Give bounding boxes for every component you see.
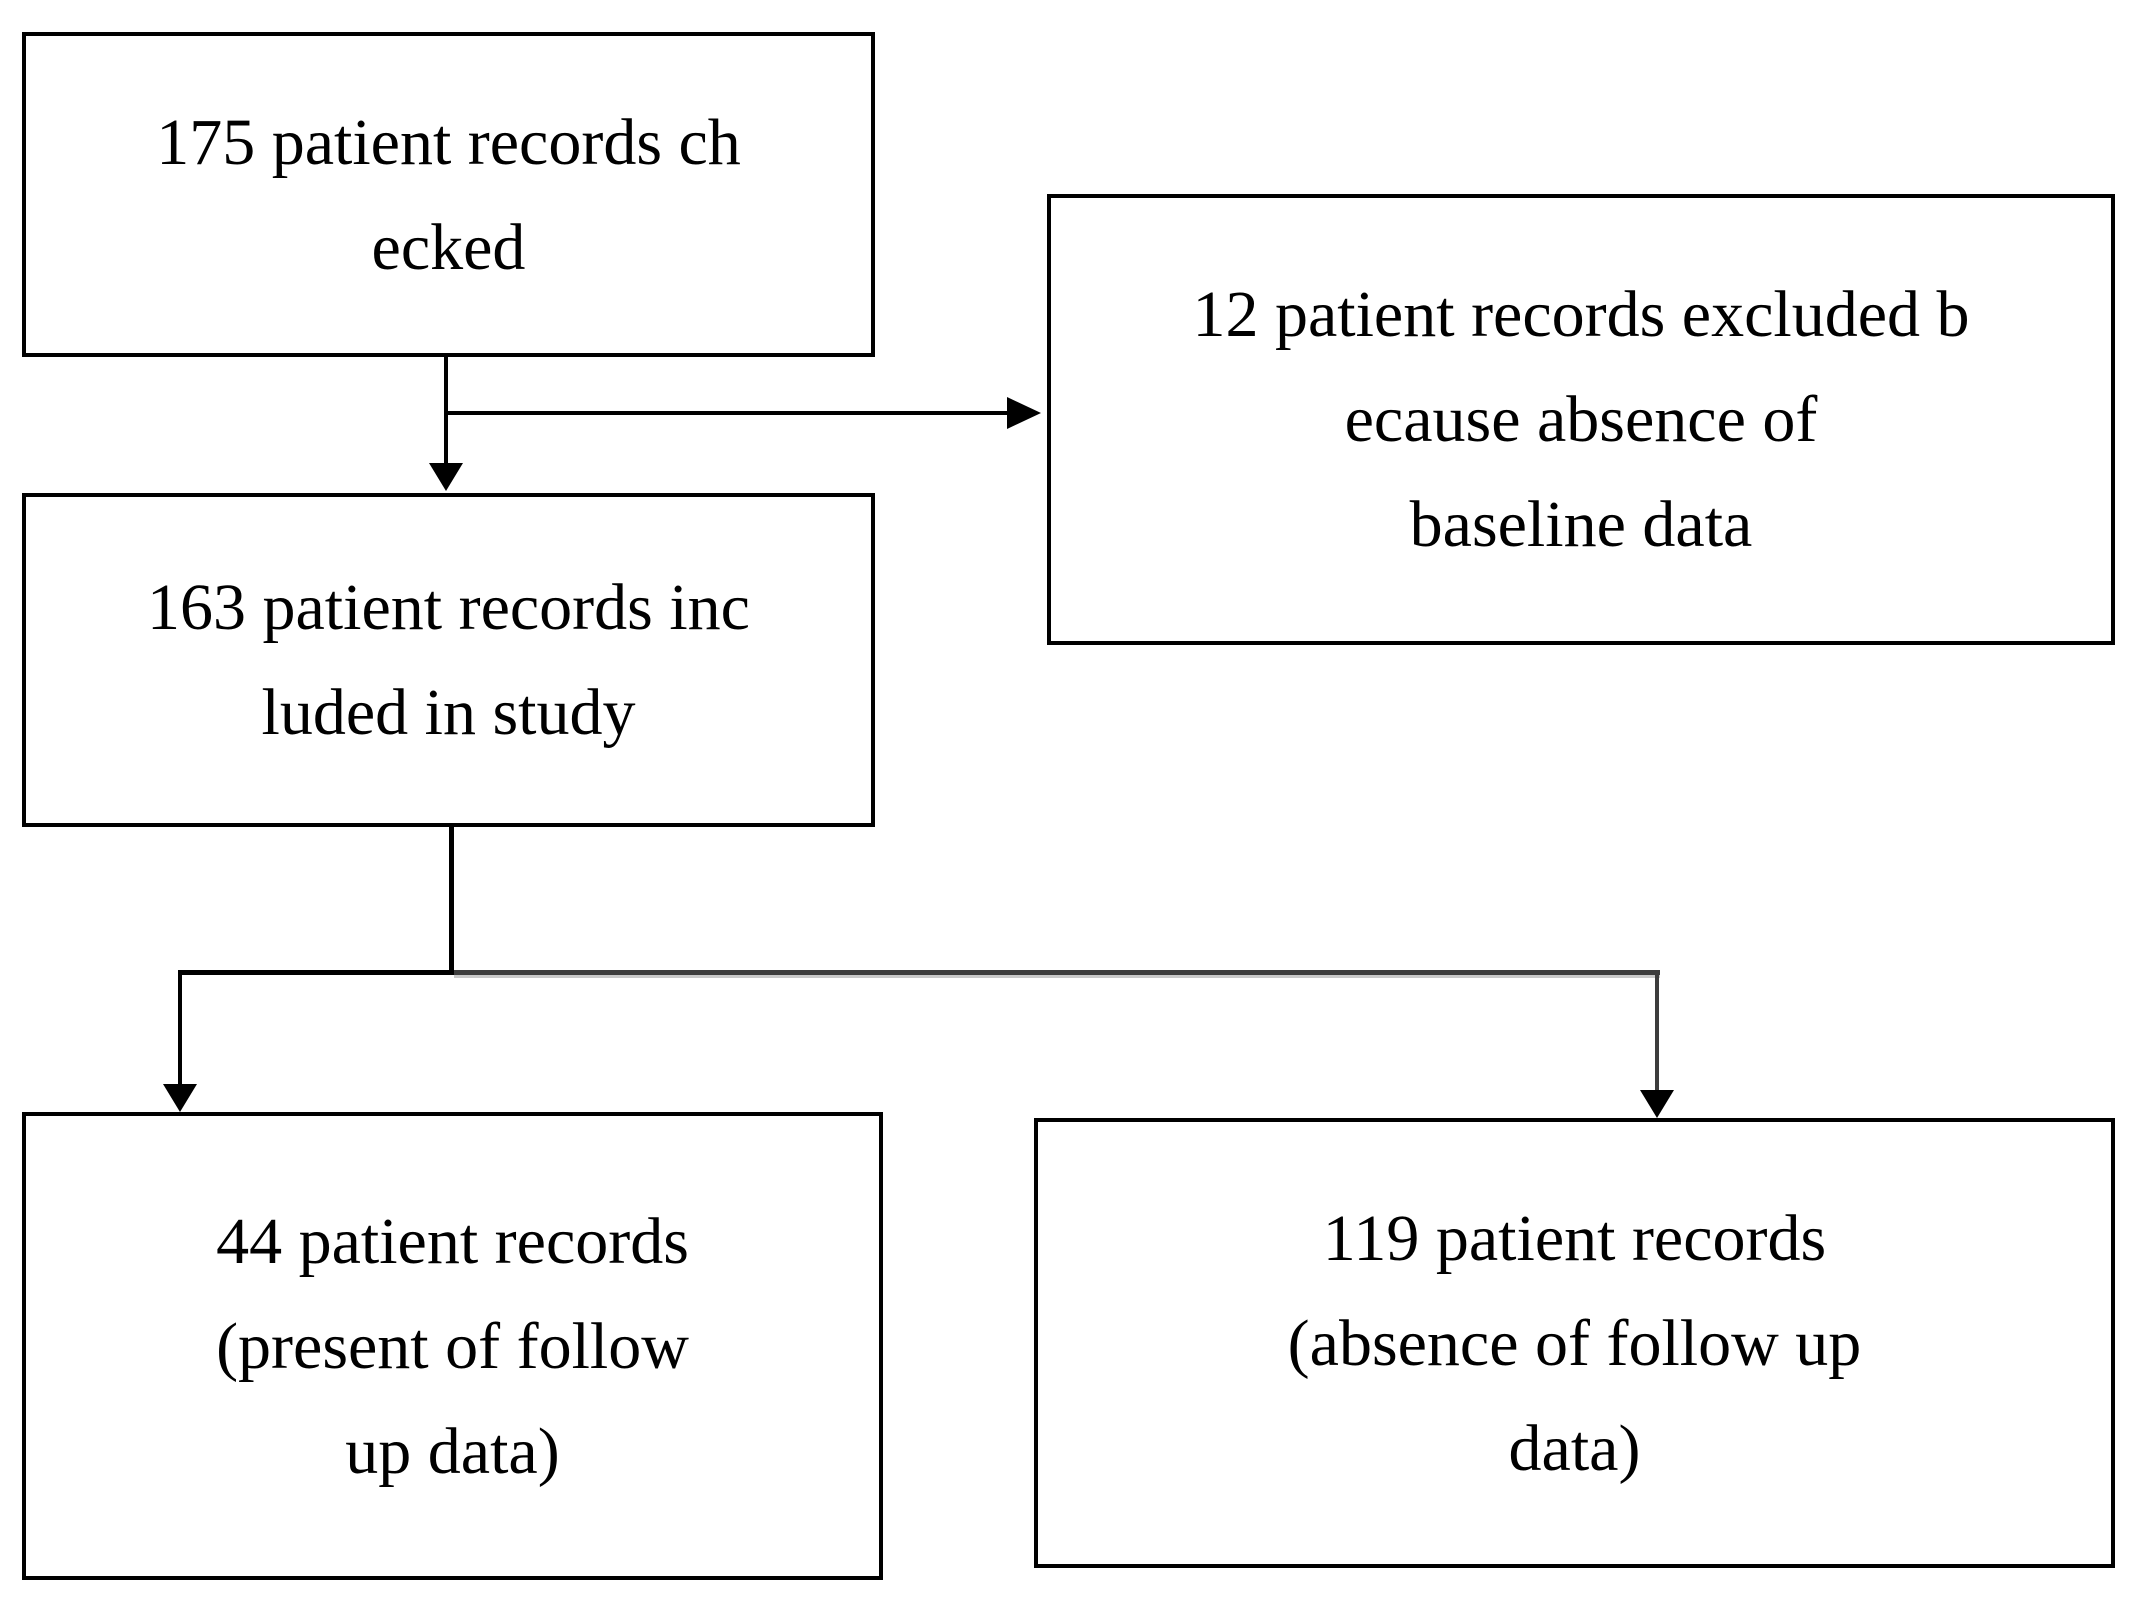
node-text-line: ecause absence of xyxy=(1344,383,1818,456)
arrowhead-down-icon xyxy=(429,463,463,491)
arrowhead-down-icon xyxy=(163,1084,197,1112)
node-text-line: 12 patient records excluded b xyxy=(1192,278,1970,351)
connector-included-to-split xyxy=(449,827,454,975)
node-text-line: up data) xyxy=(345,1414,560,1488)
connector-checked-to-excluded xyxy=(446,411,1008,415)
arrowhead-down-icon xyxy=(1640,1090,1674,1118)
node-text-line: 44 patient records xyxy=(216,1204,689,1278)
arrowhead-right-icon xyxy=(1007,397,1041,429)
node-text-line: data) xyxy=(1508,1411,1641,1485)
connector-split-bar-left xyxy=(178,970,454,975)
node-patient-records-included: 163 patient records inc luded in study xyxy=(22,493,875,827)
connector-split-bar-right xyxy=(454,970,1660,975)
node-text-line: 163 patient records inc xyxy=(147,571,750,644)
node-followup-present: 44 patient records (present of follow up… xyxy=(22,1112,883,1580)
node-text-line: baseline data xyxy=(1409,488,1753,561)
connector-split-to-absent xyxy=(1655,973,1659,1091)
node-text-line: luded in study xyxy=(261,676,636,749)
node-text-line: 175 patient records ch xyxy=(156,105,741,179)
node-text-line: ecked xyxy=(371,210,526,284)
node-patient-records-checked: 175 patient records ch ecked xyxy=(22,32,875,357)
node-text-line: 119 patient records xyxy=(1322,1201,1827,1275)
node-followup-absent: 119 patient records (absence of follow u… xyxy=(1034,1118,2115,1568)
node-patient-records-excluded: 12 patient records excluded b ecause abs… xyxy=(1047,194,2115,645)
node-text-line: (absence of follow up xyxy=(1287,1306,1862,1380)
node-text-line: (present of follow xyxy=(216,1309,689,1383)
connector-split-to-present xyxy=(178,970,182,1085)
